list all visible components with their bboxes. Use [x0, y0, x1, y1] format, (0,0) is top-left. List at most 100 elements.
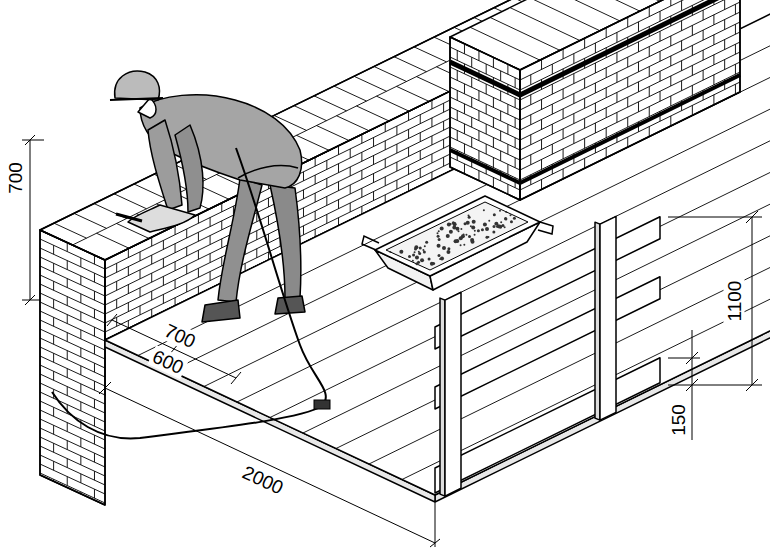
mortar-joint	[638, 102, 639, 112]
mortar-joint	[175, 244, 176, 253]
mortar-joint	[692, 45, 693, 55]
mortar-joint	[396, 144, 397, 153]
mortar-joint	[573, 74, 574, 84]
mortar-joint	[507, 144, 508, 154]
mortar-joint	[163, 258, 164, 267]
mortar-joint	[500, 91, 501, 101]
mortar-joint	[500, 111, 501, 121]
mortar-joint	[443, 121, 444, 130]
mortar-joint	[256, 249, 257, 258]
mortar-grain	[419, 247, 422, 250]
mortar-joint	[80, 402, 81, 411]
mortar-joint	[584, 118, 585, 128]
mortar-box	[362, 196, 553, 290]
mortar-joint	[128, 267, 129, 276]
mortar-joint	[649, 7, 650, 17]
helmet-brim	[110, 98, 163, 100]
mortar-joint	[326, 196, 327, 205]
mortar-joint	[606, 108, 607, 118]
mortar-grain	[472, 220, 476, 224]
mortar-joint	[67, 477, 68, 486]
mortar-joint	[53, 461, 54, 470]
mortar-joint	[471, 57, 472, 67]
mortar-grain	[439, 258, 441, 260]
mortar-joint	[128, 303, 129, 312]
mortar-grain	[446, 250, 450, 254]
pallet-front-face	[520, 0, 740, 200]
mortar-grain	[428, 257, 431, 260]
mortar-joint	[385, 141, 386, 150]
mortar-joint	[681, 81, 682, 91]
mortar-joint	[54, 223, 87, 238]
mortar-joint	[431, 136, 432, 145]
mortar-joint	[471, 77, 472, 87]
mortar-grain	[447, 247, 450, 250]
mortar-joint	[337, 116, 370, 131]
mortar-grain	[436, 232, 438, 234]
mortar-joint	[450, 77, 520, 110]
mortar-joint	[713, 75, 714, 85]
mortar-joint	[186, 229, 187, 238]
mortar-joint	[163, 240, 164, 249]
mortar-joint	[210, 272, 211, 281]
mortar-joint	[450, 67, 520, 100]
mortar-joint	[408, 147, 409, 156]
mortar-joint	[616, 72, 617, 82]
mortar-joint	[40, 365, 105, 395]
rail-post	[600, 216, 616, 420]
dimension-tick	[686, 379, 698, 391]
mortar-grain	[468, 235, 471, 238]
mortar-joint	[186, 247, 187, 256]
mortar-joint	[186, 283, 187, 292]
mortar-joint	[163, 276, 164, 285]
mortar-joint	[530, 115, 531, 125]
mortar-joint	[408, 129, 409, 138]
mortar-joint	[627, 57, 628, 67]
mortar-joint	[40, 338, 105, 368]
mortar-joint	[303, 226, 304, 235]
rail-board	[435, 358, 660, 493]
extension-line	[668, 385, 762, 386]
mortar-grain	[465, 234, 467, 236]
dimension-tick	[25, 295, 35, 305]
mortar-grain	[420, 258, 424, 262]
mortar-joint	[584, 138, 585, 148]
mortar-joint	[638, 62, 639, 72]
worker-belt	[238, 166, 298, 178]
pallet-outline	[520, 0, 740, 200]
mortar-joint	[326, 178, 327, 187]
mortar-grain	[504, 226, 506, 228]
mortar-joint	[67, 333, 68, 342]
mortar-joint	[420, 151, 421, 160]
mortar-joint	[464, 164, 465, 174]
mortar-joint	[361, 152, 362, 161]
mortar-joint	[541, 59, 542, 69]
mortar-joint	[361, 188, 362, 197]
mortar-grain	[483, 222, 487, 226]
mortar-joint	[151, 237, 152, 246]
box-handle	[538, 222, 553, 234]
mortar-joint	[563, 89, 564, 99]
mortar-joint	[552, 124, 553, 134]
mortar-joint	[478, 91, 479, 101]
mortar-joint	[268, 234, 269, 243]
mortar-joint	[500, 151, 501, 161]
mortar-joint	[67, 315, 68, 324]
mortar-joint	[552, 84, 553, 94]
platform-deck	[105, 0, 770, 495]
mortar-joint	[361, 134, 362, 143]
mortar-joint	[515, 98, 516, 108]
mortar-joint	[67, 261, 68, 270]
mortar-joint	[703, 70, 704, 80]
mortar-joint	[210, 254, 211, 263]
mortar-grain	[412, 253, 415, 256]
mortar-joint	[53, 353, 54, 362]
mortar-joint	[563, 129, 564, 139]
mortar-joint	[660, 71, 661, 81]
mortar-joint	[94, 345, 95, 354]
mortar-joint	[627, 137, 628, 147]
mortar-joint	[377, 96, 410, 111]
mortar-grain	[510, 220, 513, 223]
mortar-joint	[670, 56, 671, 66]
